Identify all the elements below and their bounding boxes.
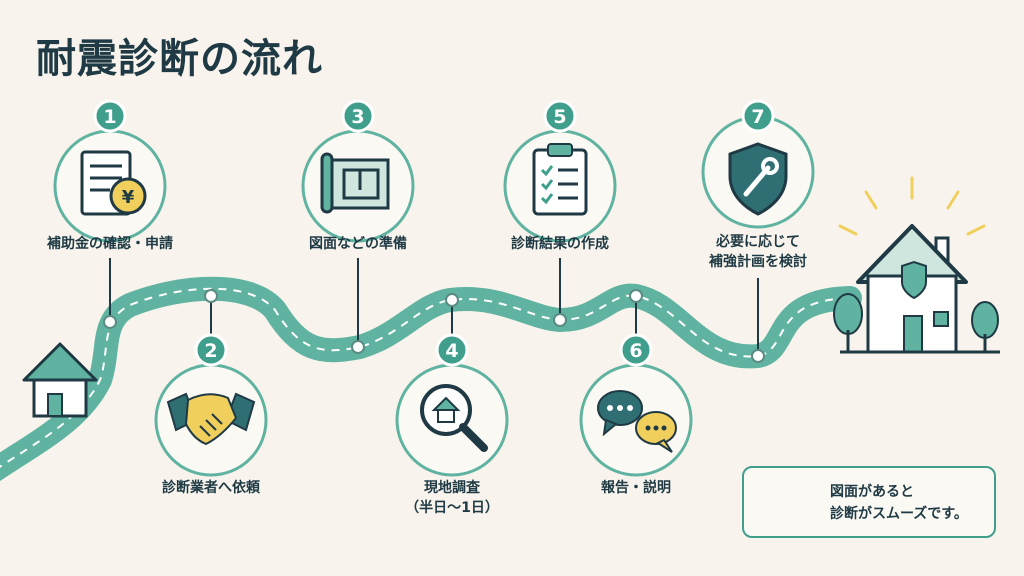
blueprint-icon bbox=[320, 152, 390, 214]
tip-note-text: 図面があると 診断がスムーズです。 bbox=[830, 481, 968, 525]
page-title: 耐震診断の流れ bbox=[36, 36, 323, 82]
step-1: 1 ¥ bbox=[53, 99, 167, 243]
tip-note-box: 図面があると 診断がスムーズです。 bbox=[742, 466, 996, 538]
step-3-label: 図面などの準備 bbox=[309, 236, 407, 252]
step-3: 3 bbox=[301, 99, 415, 243]
winding-road bbox=[0, 276, 862, 481]
step-4-label: 現地調査 （半日〜1日） bbox=[405, 478, 499, 518]
shield-wrench-icon bbox=[728, 142, 788, 216]
step-number: 1 bbox=[103, 106, 116, 128]
step-number: 7 bbox=[751, 106, 764, 128]
tip-note-line-1: 図面があると bbox=[830, 484, 914, 500]
step-6-label: 報告・説明 bbox=[601, 480, 671, 496]
step-6: 6 bbox=[579, 333, 693, 477]
step-7-label-line-1: 必要に応じて bbox=[716, 234, 800, 250]
speech-bubbles-icon bbox=[597, 390, 677, 453]
step-4-label-line-1: 現地調査 bbox=[424, 480, 480, 496]
step-4-label-line-2: （半日〜1日） bbox=[405, 500, 499, 516]
step-7: 7 bbox=[701, 99, 815, 229]
step-7-label-line-2: 補強計画を検討 bbox=[709, 254, 807, 270]
step-number: 3 bbox=[351, 106, 364, 128]
step-2: 2 bbox=[154, 333, 268, 477]
step-number: 6 bbox=[629, 340, 642, 362]
step-7-label: 必要に応じて 補強計画を検討 bbox=[709, 232, 807, 272]
step-4: 4 bbox=[395, 333, 509, 477]
house-magnifier-icon bbox=[420, 384, 488, 452]
step-5-label: 診断結果の作成 bbox=[511, 236, 609, 252]
road-dots bbox=[103, 289, 765, 363]
step-number: 4 bbox=[445, 340, 458, 362]
step-1-label: 補助金の確認・申請 bbox=[47, 236, 173, 252]
step-5: 5 bbox=[503, 99, 617, 243]
step-2-label: 診断業者へ依頼 bbox=[162, 480, 260, 496]
document-yen-icon: ¥ bbox=[80, 150, 147, 216]
tip-note-line-2: 診断がスムーズです。 bbox=[830, 506, 968, 522]
step-number: 2 bbox=[204, 340, 217, 362]
svg-text:¥: ¥ bbox=[122, 187, 135, 208]
handshake-icon bbox=[166, 392, 256, 446]
clipboard-checklist-icon bbox=[532, 143, 588, 216]
goal-house-icon bbox=[833, 176, 1000, 354]
start-house-icon bbox=[22, 342, 98, 418]
step-number: 5 bbox=[553, 106, 566, 128]
